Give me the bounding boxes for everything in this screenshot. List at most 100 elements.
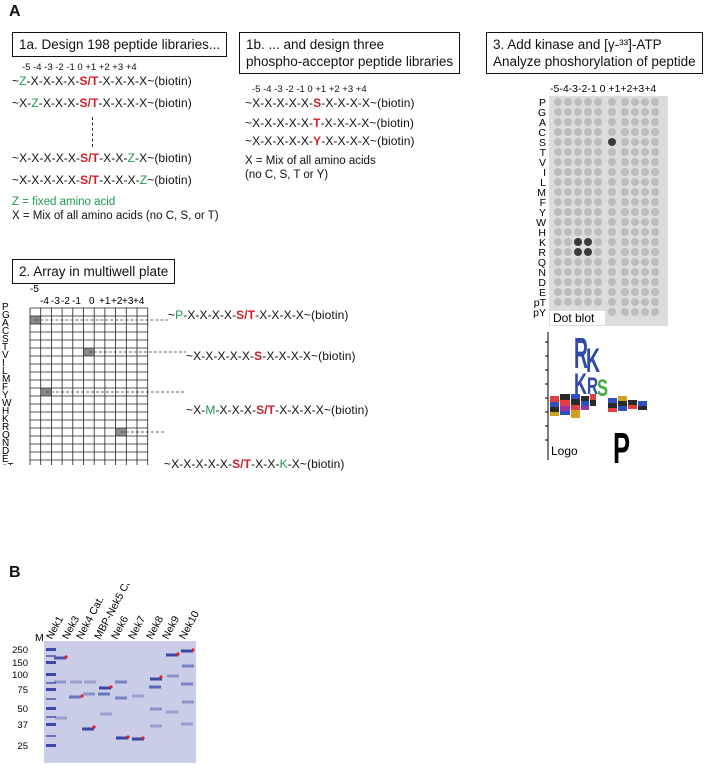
dot-blot-spot bbox=[584, 108, 592, 116]
dot-blot-spot bbox=[564, 288, 572, 296]
dot-blot-spot bbox=[564, 148, 572, 156]
step1a-seq-1: ~Z-X-X-X-X-S/T-X-X-X-X~(biotin) bbox=[12, 74, 192, 88]
dot-blot-spot bbox=[651, 118, 659, 126]
seq-segment: S/T bbox=[80, 151, 100, 165]
seq-segment: -X-X-X-X~(biotin) bbox=[321, 96, 415, 110]
dot-blot-spot-strong bbox=[608, 138, 616, 146]
gel-target-marker bbox=[126, 735, 130, 739]
dot-blot-spot bbox=[608, 168, 616, 176]
step1a-ellipsis-line bbox=[92, 117, 93, 147]
seq-segment: -X~(biotin) bbox=[287, 457, 345, 471]
dot-blot-spot bbox=[564, 218, 572, 226]
gel-target-marker bbox=[64, 655, 68, 659]
dot-blot-spot bbox=[584, 278, 592, 286]
seq-segment: -X-X-X-X~(biotin) bbox=[275, 403, 369, 417]
dot-blot-spot bbox=[584, 208, 592, 216]
dot-blot-spot bbox=[641, 168, 649, 176]
gel-band bbox=[132, 694, 144, 698]
step3-title-line1: 3. Add kinase and [γ-³³]-ATP bbox=[493, 37, 662, 52]
seq-segment: -X-X-X- bbox=[215, 403, 257, 417]
dot-blot-spot bbox=[554, 178, 562, 186]
dot-blot-spot bbox=[621, 118, 629, 126]
plate-row-label: A bbox=[2, 318, 9, 329]
dot-blot-spot bbox=[554, 148, 562, 156]
gel-band bbox=[98, 692, 110, 696]
dot-blot-spot bbox=[641, 148, 649, 156]
dot-blot-label-bg bbox=[550, 311, 605, 325]
dot-blot-spot bbox=[564, 258, 572, 266]
dot-blot-spot bbox=[564, 298, 572, 306]
dot-blot-spot bbox=[564, 98, 572, 106]
dot-blot-spot bbox=[651, 148, 659, 156]
step1a-seq-3: ~X-X-X-X-X-S/T-X-X-Z-X~(biotin) bbox=[12, 151, 192, 165]
dot-blot-spot bbox=[621, 168, 629, 176]
dot-blot-spot-strong bbox=[584, 248, 592, 256]
dot-blot-spot bbox=[594, 228, 602, 236]
seq-segment: ~X-X-X-X-X- bbox=[12, 173, 81, 187]
dot-blot-spot bbox=[594, 268, 602, 276]
step1b-seq-t: ~X-X-X-X-X-T-X-X-X-X~(biotin) bbox=[245, 116, 414, 130]
dot-blot-row-label: N bbox=[538, 267, 546, 279]
logo-letter-p: P bbox=[613, 424, 630, 465]
gel-marker-band bbox=[46, 648, 56, 651]
dot-blot-spot bbox=[621, 288, 629, 296]
dot-blot-spot bbox=[641, 118, 649, 126]
dot-blot-row-label: L bbox=[540, 177, 546, 189]
dot-blot-spot bbox=[554, 258, 562, 266]
gel-lane-label: Nek10 bbox=[177, 609, 202, 642]
plate-seq-s: ~X-X-X-X-X-S-X-X-X-X~(biotin) bbox=[186, 349, 356, 363]
gel-marker-label: M bbox=[35, 632, 44, 644]
dot-blot-spot bbox=[564, 118, 572, 126]
gel-marker-band bbox=[46, 735, 56, 737]
dot-blot-spot bbox=[641, 98, 649, 106]
dot-blot-spot bbox=[554, 278, 562, 286]
dot-blot-spot bbox=[651, 218, 659, 226]
dot-blot-spot bbox=[641, 158, 649, 166]
dot-blot-spot bbox=[608, 188, 616, 196]
gel-marker-band bbox=[46, 655, 56, 657]
dot-blot-spot bbox=[621, 98, 629, 106]
dot-blot-spot bbox=[574, 118, 582, 126]
dot-blot-spot bbox=[641, 298, 649, 306]
dot-blot-spot bbox=[621, 148, 629, 156]
plate-row-label: Y bbox=[2, 390, 9, 401]
plate-row-label: W bbox=[2, 398, 12, 409]
gel-band bbox=[182, 700, 194, 704]
step1b-seq-s: ~X-X-X-X-X-S-X-X-X-X~(biotin) bbox=[245, 96, 415, 110]
gel-target-marker bbox=[159, 675, 163, 679]
step1a-title: 1a. Design 198 peptide libraries... bbox=[12, 32, 228, 57]
dot-blot-spot bbox=[554, 98, 562, 106]
dot-blot-spot bbox=[608, 278, 616, 286]
dot-blot-spot bbox=[608, 228, 616, 236]
dot-blot-spot bbox=[621, 188, 629, 196]
gel-band bbox=[150, 724, 162, 728]
dot-blot-spot bbox=[594, 208, 602, 216]
seq-segment: M bbox=[205, 403, 216, 417]
plate-col-label: 0 bbox=[89, 296, 95, 307]
plate-leaders bbox=[35, 319, 186, 433]
plate-row-label: L bbox=[2, 366, 8, 377]
dot-blot-spot bbox=[608, 108, 616, 116]
dot-blot-spot bbox=[574, 268, 582, 276]
dot-blot-spot bbox=[608, 258, 616, 266]
seq-segment: Y bbox=[313, 134, 322, 148]
step1a-seq-2: ~X-Z-X-X-X-S/T-X-X-X-X~(biotin) bbox=[12, 96, 192, 110]
dot-blot-spot bbox=[564, 128, 572, 136]
seq-segment: -X-X-X-X- bbox=[183, 308, 237, 322]
logo-label: Logo bbox=[551, 444, 578, 458]
plate-row-label: P bbox=[2, 302, 9, 313]
seq-segment: -X-X- bbox=[99, 151, 128, 165]
dot-blot-spot bbox=[621, 278, 629, 286]
gel-band bbox=[82, 727, 94, 731]
dot-blot-spot bbox=[584, 118, 592, 126]
gel-mw-label: 150 bbox=[12, 658, 28, 669]
dot-blot-spot bbox=[651, 288, 659, 296]
gel-mw-label: 250 bbox=[12, 645, 28, 656]
dot-blot-spot bbox=[621, 258, 629, 266]
gel-marker-band bbox=[46, 661, 56, 664]
seq-segment: ~(biotin) bbox=[147, 173, 192, 187]
plate-col-label: +3 bbox=[122, 296, 134, 307]
dot-blot-row-label: E bbox=[539, 287, 546, 299]
dot-blot-spot bbox=[641, 128, 649, 136]
